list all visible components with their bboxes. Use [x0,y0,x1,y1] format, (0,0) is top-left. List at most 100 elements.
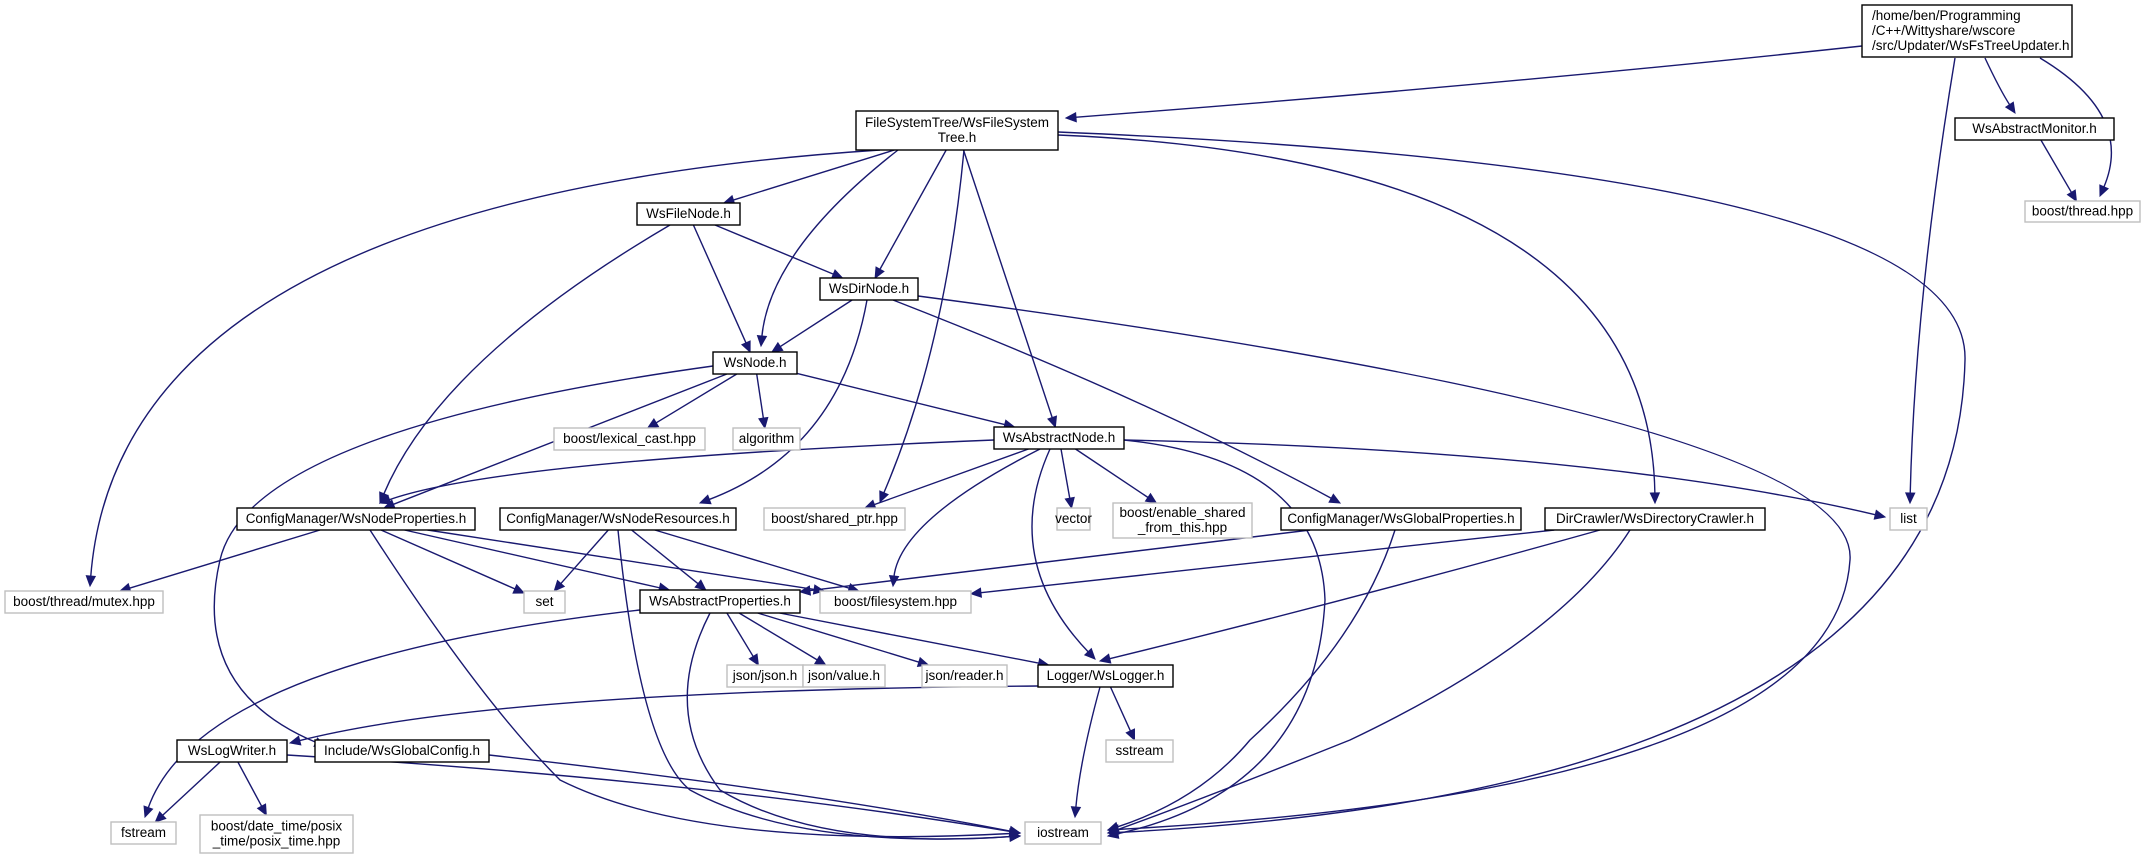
edge-root-to-fstree-line [1074,45,1863,118]
edge-logwriter-to-fstream [154,761,221,823]
node-logger[interactable]: Logger/WsLogger.h [1037,664,1174,688]
node-noderes-box [499,507,737,531]
edge-root-to-list-line [1909,57,1956,495]
edge-root-to-absmonitor-arrowhead [2004,101,2016,115]
node-dirnode-label-line-0: WsDirNode.h [829,281,909,296]
edge-root-to-list-arrowhead [1904,492,1916,505]
node-enableshared: boost/enable_shared_from_this.hpp [1112,502,1253,539]
edge-dirnode-to-noderes [698,299,868,505]
node-dircrawler[interactable]: DirCrawler/WsDirectoryCrawler.h [1544,507,1766,531]
node-globalprops[interactable]: ConfigManager/WsGlobalProperties.h [1280,507,1522,531]
edge-dircrawler-to-filesystem-arrowhead [969,587,983,598]
edge-node-to-algorithm [756,373,769,430]
edge-dircrawler-to-logger-line [1108,529,1601,660]
node-jsonjson: json/json.h [726,664,804,688]
node-nodeprops[interactable]: ConfigManager/WsNodeProperties.h [236,507,476,531]
nodes-layer: /home/ben/Programming/C++/Wittyshare/wsc… [4,4,2141,854]
edge-node-to-lexical-line [655,373,738,424]
edge-absnode-to-vector-arrowhead [1064,496,1075,510]
node-nodeprops-box [236,507,476,531]
edge-nodeprops-to-filesystem [427,529,826,595]
node-filesystem-label-line-0: boost/filesystem.hpp [834,594,957,609]
node-enableshared-label-line-0: boost/enable_shared [1119,505,1245,520]
node-dirnode[interactable]: WsDirNode.h [819,277,919,301]
node-fstree-box [855,110,1059,151]
edge-absnode-to-enableshared-line [1075,448,1150,499]
edge-logwriter-to-posixtime-line [237,761,263,808]
edge-fstree-to-dirnode-line [878,149,947,271]
node-absprops[interactable]: WsAbstractProperties.h [639,589,801,614]
edge-logger-to-sstream [1109,686,1136,742]
node-absmonitor[interactable]: WsAbstractMonitor.h [1954,117,2115,141]
node-sharedptr-label-line-0: boost/shared_ptr.hpp [771,511,898,526]
edge-absprops-to-fstream-arrowhead [143,805,154,819]
edge-filenode-to-nodeprops-line [382,224,671,495]
edge-filenode-to-dirnode [714,224,844,279]
node-sstream-box [1105,739,1174,763]
edge-node-to-algorithm-arrowhead [758,416,769,430]
edge-logwriter-to-iostream-line [286,754,1012,833]
edge-absnode-to-sharedptr-line [873,448,1029,506]
edge-absnode-to-vector-line [1060,448,1071,500]
node-posixtime-label-line-0: boost/date_time/posix [211,819,343,834]
edge-dirnode-to-globalprops [892,299,1342,504]
node-filesystem: boost/filesystem.hpp [819,590,972,614]
edge-fstree-to-sharedptr-arrowhead [879,490,889,504]
edges-layer [85,45,2112,842]
edge-nodeprops-to-absprops-line [404,529,661,589]
node-fstream-label-line-0: fstream [121,825,166,840]
node-logwriter[interactable]: WsLogWriter.h [176,739,288,763]
node-absnode[interactable]: WsAbstractNode.h [993,426,1125,450]
node-set-box [523,590,566,614]
node-jsonvalue: json/value.h [802,664,886,688]
node-noderes[interactable]: ConfigManager/WsNodeResources.h [499,507,737,531]
node-enableshared-label-line-1: _from_this.hpp [1137,520,1227,535]
node-absmonitor-box [1954,117,2115,141]
node-iostream: iostream [1024,821,1102,845]
node-filenode[interactable]: WsFileNode.h [636,202,741,226]
edge-absnode-to-enableshared-arrowhead [1144,492,1158,504]
edge-nodeprops-to-set [380,529,526,594]
edge-fstree-to-filenode-line [732,149,895,201]
node-dirnode-box [819,277,919,301]
node-boostthread-box [2024,200,2141,223]
node-node[interactable]: WsNode.h [712,351,798,375]
node-list: list [1889,507,1928,531]
edge-fstree-to-dircrawler-arrowhead [1649,492,1661,505]
node-node-label-line-0: WsNode.h [723,355,786,370]
node-filenode-label-line-0: WsFileNode.h [646,206,731,221]
edge-absnode-to-nodeprops [378,439,995,505]
node-fstree-label-line-1: Tree.h [938,130,977,145]
edge-filenode-to-dirnode-line [714,224,835,276]
edge-absnode-to-iostream [1106,439,1326,839]
node-sstream-label-line-0: sstream [1115,743,1163,758]
edge-fstree-to-dircrawler [1057,134,1661,505]
edge-fstree-to-sharedptr [879,149,965,504]
edge-logwriter-to-posixtime [237,761,267,817]
node-root[interactable]: /home/ben/Programming/C++/Wittyshare/wsc… [1861,4,2073,58]
node-globalconfig[interactable]: Include/WsGlobalConfig.h [314,739,490,763]
node-absnode-box [993,426,1125,450]
edge-fstree-to-sharedptr-line [882,149,965,494]
edge-absnode-to-nodeprops-line [388,439,995,501]
edge-absnode-to-enableshared [1075,448,1158,504]
edge-node-to-lexical-arrowhead [646,418,660,429]
node-iostream-box [1024,821,1102,845]
edge-absnode-to-logger-line [1031,448,1090,653]
edge-noderes-to-absprops-line [631,529,700,585]
edge-root-to-fstree [1064,45,1863,123]
node-vector-label-line-0: vector [1055,511,1092,526]
node-list-box [1889,507,1928,531]
node-noderes-label-line-0: ConfigManager/WsNodeResources.h [506,511,730,526]
node-mutex-box [4,590,164,614]
edge-absprops-to-jsonjson-line [726,612,755,658]
edge-absnode-to-list-line [1123,439,1877,516]
node-dircrawler-box [1544,507,1766,531]
edge-fstree-to-iostream [1057,131,1966,838]
node-absmonitor-label-line-0: WsAbstractMonitor.h [1972,121,2097,136]
node-lexical: boost/lexical_cast.hpp [553,427,706,451]
edge-logwriter-to-iostream [286,754,1022,837]
edge-dirnode-to-globalprops-arrowhead [1328,493,1342,504]
node-jsonvalue-box [802,664,886,688]
